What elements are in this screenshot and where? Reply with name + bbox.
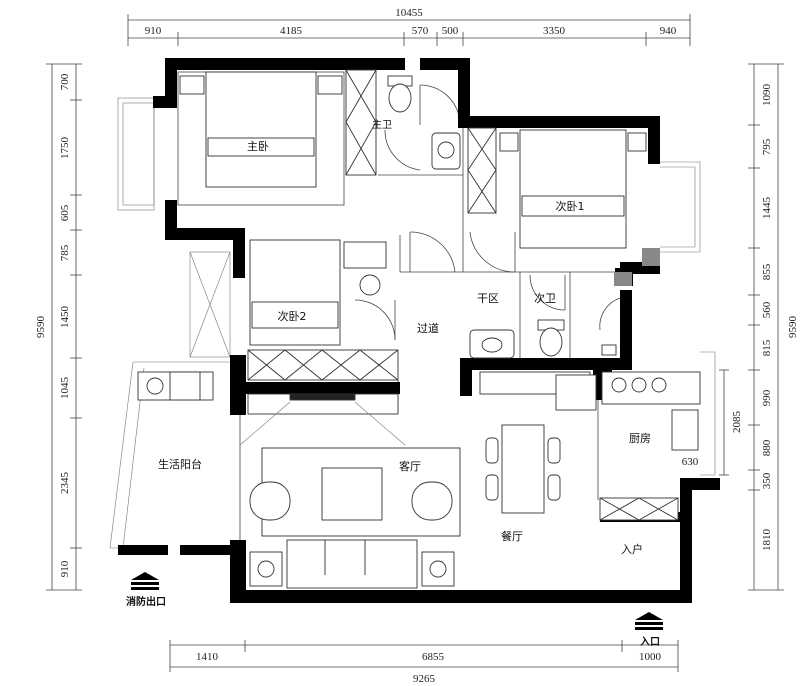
dim-right-group: 1090 795 1445 855 560 815 990 880 350 18… xyxy=(731,84,799,552)
sanitary xyxy=(169,75,617,401)
fire-exit-marker: 消防出口 xyxy=(126,572,166,608)
dim-left: 1045 xyxy=(59,377,71,400)
dim-right: 350 xyxy=(761,472,773,489)
dim-left: 785 xyxy=(59,244,71,261)
room-second-bath: 次卫 xyxy=(534,291,556,305)
dim-bottom: 6855 xyxy=(422,651,445,663)
second-bed-1 xyxy=(499,129,647,249)
room-dry-zone: 干区 xyxy=(477,292,499,305)
dim-top: 500 xyxy=(442,25,459,37)
dim-bottom: 1000 xyxy=(639,651,662,663)
room-labels: 主卧 主卫 次卧1 次卧2 干区 次卫 过道 厨房 生活阳台 客厅 餐厅 入户 … xyxy=(158,119,699,556)
arrow-up-icon xyxy=(635,612,663,620)
dim-bottom-total: 9265 xyxy=(413,673,436,685)
room-second-bedroom-1: 次卧1 xyxy=(556,199,585,213)
dim-right: 560 xyxy=(761,301,773,318)
dim-kitchen-width: 630 xyxy=(682,456,699,468)
dim-top: 910 xyxy=(145,25,162,37)
dim-right: 880 xyxy=(761,439,773,456)
dimension-lines xyxy=(46,14,784,672)
dim-top: 570 xyxy=(412,25,429,37)
dim-right: 815 xyxy=(761,339,773,356)
interior-lines xyxy=(177,71,621,550)
dim-kitchen-side: 2085 xyxy=(731,411,743,434)
dim-right: 1090 xyxy=(761,84,773,107)
dim-right-total: 9590 xyxy=(787,316,799,339)
dim-right: 1810 xyxy=(761,529,773,552)
room-utility-balcony: 生活阳台 xyxy=(158,457,202,471)
tv-lines xyxy=(239,401,406,446)
master-bed xyxy=(179,71,343,188)
dim-left: 1450 xyxy=(59,306,71,329)
fire-exit-label: 消防出口 xyxy=(126,595,166,608)
dim-top: 4185 xyxy=(280,25,303,37)
second-bed-2 xyxy=(249,239,387,346)
grey-blocks xyxy=(614,248,660,286)
arrow-up-icon xyxy=(131,572,159,580)
dining-furniture xyxy=(485,424,561,514)
dim-right: 855 xyxy=(761,263,773,280)
entrance-marker: 入口 xyxy=(635,612,663,648)
room-master-bath: 主卫 xyxy=(372,119,392,131)
room-entry: 入户 xyxy=(621,542,643,556)
living-furniture xyxy=(249,447,461,589)
dim-right: 1445 xyxy=(761,197,773,220)
entrance-label: 入口 xyxy=(640,636,660,648)
dim-left-total: 9590 xyxy=(35,316,47,339)
dim-left-group: 700 1750 605 785 1450 1045 2345 910 9590 xyxy=(35,73,71,577)
dim-right: 990 xyxy=(761,389,773,406)
dim-right: 795 xyxy=(761,138,773,155)
dim-left: 605 xyxy=(59,204,71,221)
dimension-texts: 10455 910 4185 570 500 3350 940 1410 685… xyxy=(35,7,799,685)
balconies xyxy=(109,97,716,549)
dim-top-total: 10455 xyxy=(395,7,423,19)
dim-left: 1750 xyxy=(59,137,71,160)
dim-bottom: 1410 xyxy=(196,651,219,663)
dim-left: 700 xyxy=(59,73,71,90)
room-living: 客厅 xyxy=(399,459,421,473)
dim-top: 3350 xyxy=(543,25,566,37)
dim-left: 2345 xyxy=(59,472,71,495)
room-master-bedroom: 主卧 xyxy=(247,140,269,153)
room-corridor: 过道 xyxy=(417,321,439,335)
dim-top: 940 xyxy=(660,25,677,37)
room-dining: 餐厅 xyxy=(501,529,523,543)
room-kitchen: 厨房 xyxy=(629,432,651,445)
room-second-bedroom-2: 次卧2 xyxy=(278,309,307,323)
dim-left: 910 xyxy=(59,560,71,577)
